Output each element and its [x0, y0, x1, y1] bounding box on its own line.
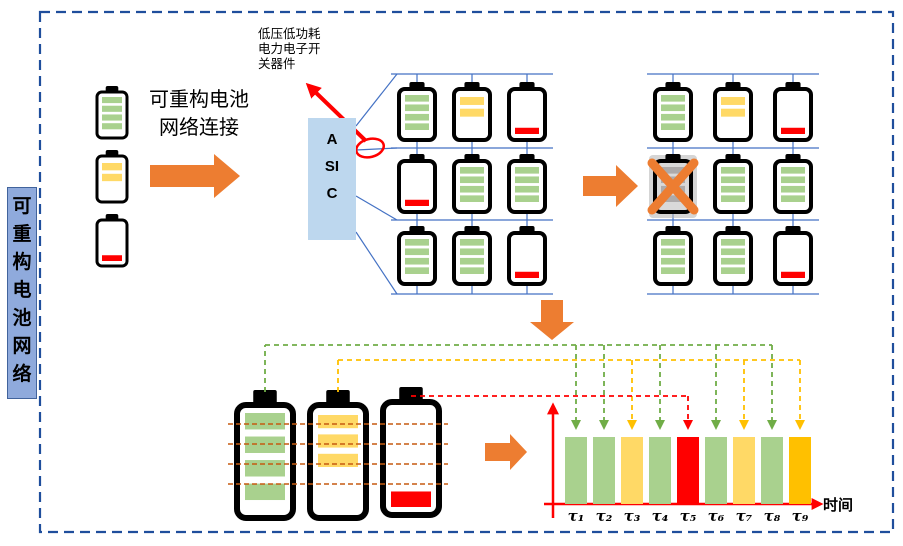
battery-low [507, 226, 547, 286]
battery-high [234, 390, 296, 521]
flow-title: 可重构电池 网络连接 [149, 89, 249, 139]
battery-high [507, 154, 547, 214]
timeline-bar-9 [789, 437, 811, 504]
battery-high [452, 154, 492, 214]
battery-high [397, 226, 437, 286]
battery-low [397, 154, 437, 214]
battery-high [773, 154, 813, 214]
timeline-bar-6 [705, 437, 727, 504]
schedule-connectors [264, 344, 805, 430]
battery-mid [452, 82, 492, 142]
flow-arrow-down [530, 300, 574, 340]
tau-label-5: τ₅ [679, 507, 697, 525]
tau-label-4: τ₄ [651, 507, 669, 525]
flow-arrow-right-2 [583, 165, 638, 207]
battery-low [773, 226, 813, 286]
battery-high [713, 226, 753, 286]
timeline-bar-1 [565, 437, 587, 504]
battery-legend-stack [95, 86, 129, 268]
battery-high [452, 226, 492, 286]
asic-wires [355, 73, 398, 295]
switch-highlight-circle [354, 137, 386, 159]
asic-box: ASIC [308, 118, 356, 240]
battery-low [773, 82, 813, 142]
time-axis-label: 时间 [823, 497, 854, 514]
switch-label-arrow [305, 82, 368, 143]
battery-grid-before [391, 73, 553, 295]
tau-label-2: τ₂ [595, 507, 613, 525]
battery-high [713, 154, 753, 214]
battery-mid [713, 82, 753, 142]
tau-label-9: τ₉ [791, 507, 809, 525]
battery-mid [307, 390, 369, 521]
battery-pack [234, 387, 442, 521]
outer-dashed-border [38, 10, 895, 534]
battery-mid [95, 150, 129, 204]
timeline-bar-4 [649, 437, 671, 504]
flow-arrow-right-3 [485, 434, 527, 470]
timeline-bar-8 [761, 437, 783, 504]
battery-high [653, 226, 693, 286]
tau-label-6: τ₆ [707, 507, 725, 525]
battery-high [653, 82, 693, 142]
pack-bus-lines [228, 423, 448, 485]
switch-device-label: 低压低功耗电力电子开关器件 [258, 27, 321, 71]
battery-high [95, 86, 129, 140]
battery-high [397, 82, 437, 142]
battery-low [95, 214, 129, 268]
tau-label-8: τ₈ [763, 507, 781, 525]
battery-low [507, 82, 547, 142]
battery-grid-after [647, 73, 819, 295]
timeline-bar-7 [733, 437, 755, 504]
tau-label-7: τ₇ [735, 507, 753, 525]
flow-arrow-right-1 [150, 154, 240, 198]
battery-failed [647, 154, 699, 218]
timeline-bar-2 [593, 437, 615, 504]
side-title: 可重构电池网络 [7, 187, 37, 399]
battery-low [380, 387, 442, 518]
timeline-bar-5 [677, 437, 699, 504]
tau-label-1: τ₁ [567, 507, 585, 525]
tau-label-3: τ₃ [623, 507, 641, 525]
timeline-bars [565, 437, 811, 504]
timeline-bar-3 [621, 437, 643, 504]
